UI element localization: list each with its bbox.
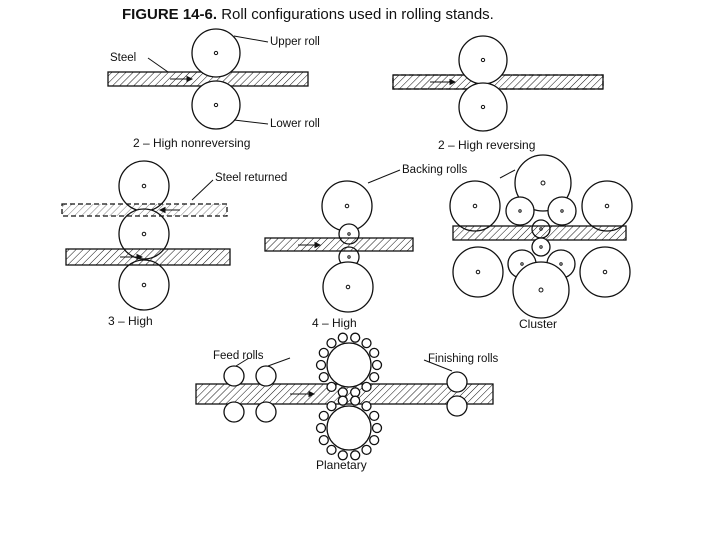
planetary-roll-top-7 [318, 371, 329, 383]
figure-number: FIGURE 14-6. [122, 6, 218, 23]
planetary-roll-bottom-2 [369, 434, 380, 446]
planetary-roll-bottom-9 [318, 410, 329, 422]
planetary-roll-top-6 [326, 381, 337, 393]
finishing-roll-top [446, 371, 468, 393]
planetary-roll-top-5 [337, 387, 348, 398]
planetary-roll-bottom-3 [361, 444, 372, 456]
middle-roll-3-high-center [141, 231, 147, 237]
label-feed-rolls: Feed rolls [213, 350, 264, 362]
top-roll-3-high-center [141, 183, 147, 189]
label-backing-rolls: Backing rolls [402, 164, 468, 176]
caption-2-high-nonreversing: 2 – High nonreversing [133, 136, 251, 150]
planetary-backing-roll-bottom [326, 405, 372, 451]
leader-steel-returned [191, 179, 214, 201]
leader-backing-rolls [367, 169, 401, 184]
steel-strip-4-high [264, 237, 414, 252]
leader-steel [147, 57, 169, 73]
leader-finishing-rolls [423, 359, 453, 372]
cluster-top-backing-roll-center [540, 180, 546, 186]
cluster-right-backing-roll-top-center [604, 203, 610, 209]
planetary-roll-top-14 [369, 347, 380, 359]
cluster-intermediate-left-top-center [518, 209, 522, 213]
cluster-left-backing-roll-bottom-center [475, 269, 481, 275]
caption-4-high: 4 – High [312, 316, 357, 330]
cluster-work-roll-bottom-center [539, 245, 543, 249]
figure-title-text: Roll configurations used in rolling stan… [221, 6, 494, 23]
caption-cluster: Cluster [519, 317, 558, 331]
planetary-roll-top-4 [350, 387, 361, 398]
planetary-roll-top-2 [369, 371, 380, 383]
leader-upper-roll [233, 35, 269, 43]
cluster-intermediate-right-bottom-center [559, 262, 563, 266]
planetary-roll-top-12 [350, 332, 361, 343]
leader-backing-rolls-cluster [499, 169, 516, 179]
planetary-roll-top-1 [371, 359, 383, 371]
upper-roll-nonreversing-center [213, 50, 219, 56]
upper-roll-reversing-center [480, 57, 486, 63]
caption-3-high: 3 – High [108, 314, 153, 328]
label-steel-returned: Steel returned [215, 172, 288, 184]
planetary-roll-bottom-5 [337, 450, 348, 461]
caption-2-high-reversing: 2 – High reversing [438, 138, 536, 152]
planetary-roll-bottom-7 [318, 434, 329, 446]
feed-roll-top-1 [223, 365, 245, 387]
planetary-roll-bottom-14 [369, 410, 380, 422]
feed-roll-top-2 [255, 365, 277, 387]
work-roll-bottom-4-high-center [347, 255, 351, 259]
planetary-roll-top-9 [318, 347, 329, 359]
planetary-roll-bottom-6 [326, 444, 337, 456]
planetary-roll-top-3 [361, 381, 372, 393]
planetary-roll-top-8 [315, 359, 327, 371]
steel-returned-strip [61, 203, 228, 217]
bottom-roll-3-high-center [141, 282, 147, 288]
planetary-roll-bottom-11 [337, 395, 348, 406]
lower-roll-reversing-center [480, 104, 486, 110]
planetary-roll-bottom-13 [361, 400, 372, 412]
cluster-right-backing-roll-bottom-center [602, 269, 608, 275]
planetary-roll-bottom-12 [350, 395, 361, 406]
label-steel: Steel [110, 52, 137, 64]
planetary-roll-bottom-1 [371, 422, 383, 434]
finishing-roll-bottom [446, 395, 468, 417]
work-roll-top-4-high-center [347, 232, 351, 236]
leader-feed-roll-1 [235, 357, 250, 367]
planetary-roll-bottom-4 [350, 450, 361, 461]
label-finishing-rolls: Finishing rolls [428, 353, 499, 365]
backing-roll-top-4-high-center [344, 203, 350, 209]
label-upper-roll: Upper roll [270, 36, 320, 48]
planetary-roll-bottom-8 [315, 422, 327, 434]
feed-roll-bottom-2 [255, 401, 277, 423]
steel-strip-3-high [65, 248, 231, 266]
cluster-intermediate-right-top-center [560, 209, 564, 213]
lower-roll-nonreversing-center [213, 102, 219, 108]
feed-roll-bottom-1 [223, 401, 245, 423]
figure-title: FIGURE 14-6. Roll configurations used in… [122, 6, 494, 23]
cluster-bottom-backing-roll-center [538, 287, 544, 293]
cluster-intermediate-left-bottom-center [520, 262, 524, 266]
backing-roll-bottom-4-high-center [345, 284, 351, 290]
caption-planetary: Planetary [316, 458, 367, 472]
label-lower-roll: Lower roll [270, 118, 320, 130]
planetary-roll-bottom-10 [326, 400, 337, 412]
planetary-roll-top-13 [361, 337, 372, 349]
planetary-roll-top-10 [326, 337, 337, 349]
cluster-left-backing-roll-top-center [472, 203, 478, 209]
planetary-backing-roll-top [326, 342, 372, 388]
leader-lower-roll [233, 119, 269, 125]
planetary-roll-top-11 [337, 332, 348, 343]
leader-feed-roll-2 [267, 357, 291, 367]
